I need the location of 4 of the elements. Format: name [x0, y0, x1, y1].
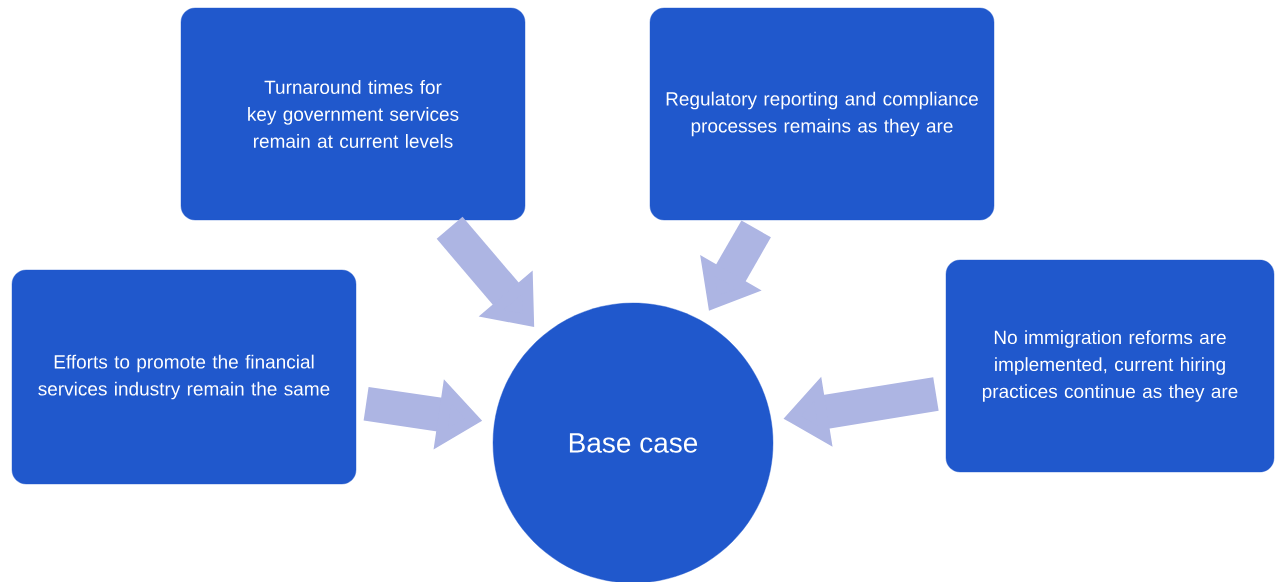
text-box: Efforts to promote the financial services industry remain the same [11, 269, 357, 485]
text-box: Regulatory reporting and compliance processes remains as they are [649, 7, 995, 221]
text-box: No immigration reforms are implemented, current hiring practices continue as they are [945, 259, 1275, 473]
text-box: Turnaround times for key government services remain at current levels [180, 7, 526, 221]
